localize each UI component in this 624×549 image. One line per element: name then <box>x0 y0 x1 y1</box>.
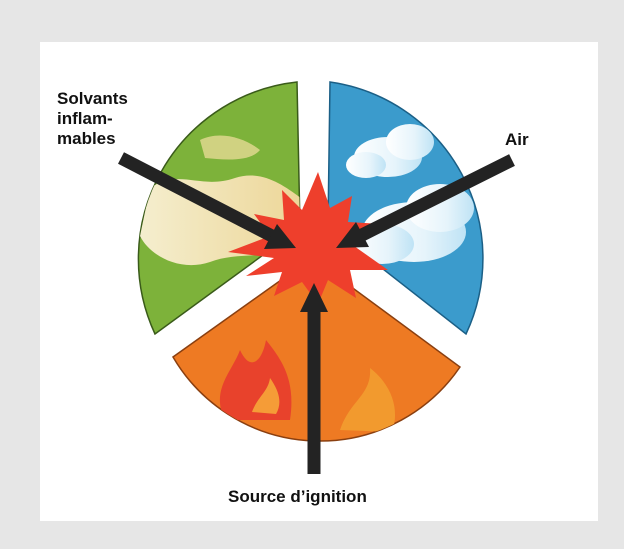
label-ignition-source: Source d’ignition <box>228 487 367 506</box>
label-flammable-solvents: Solvants inflam- mables <box>57 89 128 148</box>
flame-icon <box>219 340 396 432</box>
label-air: Air <box>505 130 529 149</box>
arrow-from-air <box>336 154 515 248</box>
arrow-from-solvents <box>118 152 296 249</box>
explosion-burst <box>228 172 388 304</box>
arrow-from-ignition <box>300 283 328 474</box>
cloud-icon <box>346 124 434 178</box>
